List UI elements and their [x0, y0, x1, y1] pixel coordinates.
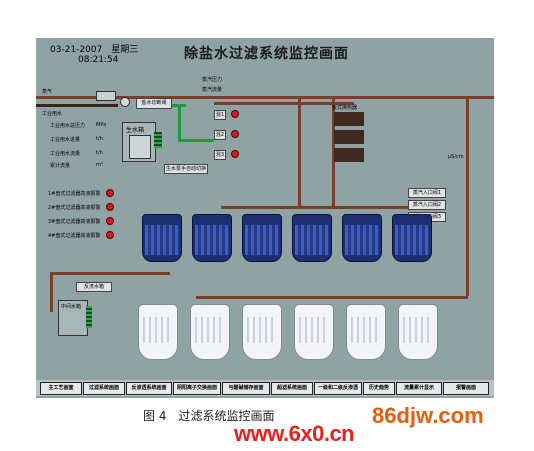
nav-flow-total[interactable]: 流量累计显示 — [396, 382, 442, 395]
scada-window: 03-21-2007 星期三 08:21:54 除盐水过滤系统监控画面 蒸气 工… — [36, 38, 494, 398]
nav-ultrafiltration[interactable]: 超滤系统画面 — [271, 382, 313, 395]
raw-water-tank[interactable]: 生水箱 — [122, 122, 156, 162]
steam-header-pipe — [36, 96, 494, 99]
date-label: 03-21-2007 星期三 — [50, 45, 139, 55]
exchanger-5[interactable] — [346, 304, 386, 360]
nav-filter-system[interactable]: 过滤系统画面 — [83, 382, 125, 395]
nav-reverse-osmosis[interactable]: 反渗透系统画面 — [126, 382, 172, 395]
unit-1: MPa — [96, 122, 107, 128]
riser-pipe-2 — [332, 96, 335, 206]
filter-supply-pipe — [221, 206, 421, 209]
unit-4: m³ — [96, 162, 103, 168]
pump-1-status-icon[interactable] — [231, 110, 239, 118]
filter-2[interactable] — [192, 214, 232, 262]
water-cutoff-valve-button[interactable]: 盐水切断阀 — [136, 98, 172, 109]
heat-exchanger-1[interactable] — [334, 112, 364, 126]
param-label-4: 累计流量 — [50, 163, 71, 169]
filter-alarm-4-icon — [106, 231, 114, 239]
time-label: 08:21:54 — [78, 55, 119, 65]
return-pipe — [466, 96, 469, 296]
exchanger-4[interactable] — [294, 304, 334, 360]
mixer-1-button[interactable]: 混1 — [214, 110, 226, 120]
filter-6[interactable] — [392, 214, 432, 262]
filter-alarm-label-1: 1#盘式过滤器高液报警 — [48, 191, 101, 197]
steam-trap[interactable] — [96, 91, 116, 101]
green-pipe-c — [178, 139, 214, 142]
nav-ro-stages[interactable]: 一级和二级反渗透 — [314, 382, 362, 395]
riser-pipe-1 — [298, 96, 301, 206]
filter-alarm-label-3: 3#盘式过滤器高液报警 — [48, 219, 101, 225]
plate-heat-exchanger-label: 板式换热器 — [332, 105, 358, 111]
filter-alarm-2-icon — [106, 203, 114, 211]
raw-water-tank-label: 生水箱 — [126, 127, 145, 134]
middle-tank-label: 中间水箱 — [61, 304, 82, 310]
backwash-tank-button[interactable]: 反洗水箱 — [76, 282, 112, 292]
filter-alarm-label-2: 2#盘式过滤器高液报警 — [48, 205, 101, 211]
page-title: 除盐水过滤系统监控画面 — [184, 46, 349, 62]
pump-chain-button[interactable]: 生水泵手自动切换 — [164, 164, 208, 174]
inlet-valve-2-button[interactable]: 蒸汽入口阀2 — [408, 200, 446, 210]
figure-caption: 图 4 过滤系统监控画面 — [143, 409, 275, 423]
steam-pressure-label: 蒸汽压力 — [202, 77, 223, 83]
unit-3: t/h — [96, 150, 103, 156]
mixer-3-button[interactable]: 混3 — [214, 150, 226, 160]
watermark-86djw: 86djw.com — [372, 403, 484, 428]
param-label-3: 工业用水流量 — [50, 151, 81, 157]
filter-alarm-label-4: 4#盘式过滤器高液报警 — [48, 233, 101, 239]
water-pipe — [36, 104, 118, 107]
inlet-valve-1-button[interactable]: 蒸汽入口阀1 — [408, 188, 446, 198]
steam-label: 蒸气 — [42, 89, 53, 95]
level-bar — [154, 132, 162, 148]
nav-ion-exchange[interactable]: 阴阳离子交换画面 — [173, 382, 221, 395]
industrial-water-label: 工业用水 — [42, 111, 63, 117]
pump-3-status-icon[interactable] — [231, 150, 239, 158]
unit-2: t/h — [96, 136, 103, 142]
heat-exchanger-3[interactable] — [334, 148, 364, 162]
backwash-pipe — [50, 272, 170, 275]
heat-exchanger-2[interactable] — [334, 130, 364, 144]
exchanger-2[interactable] — [190, 304, 230, 360]
backwash-riser — [50, 272, 53, 312]
middle-level-bar — [86, 306, 92, 328]
nav-bar: 主工艺画面 过滤系统画面 反渗透系统画面 阴阳离子交换画面 与酸碱储存画面 超滤… — [36, 380, 494, 396]
exchanger-1[interactable] — [138, 304, 178, 360]
filter-4[interactable] — [292, 214, 332, 262]
nav-main-process[interactable]: 主工艺画面 — [40, 382, 82, 395]
mixer-2-button[interactable]: 混2 — [214, 130, 226, 140]
nav-history-trend[interactable]: 历史趋势 — [363, 382, 395, 395]
nav-acid-alkali[interactable]: 与酸碱储存画面 — [222, 382, 270, 395]
cutoff-valve-icon[interactable] — [120, 97, 130, 107]
nav-alarm[interactable]: 报警画面 — [443, 382, 489, 395]
middle-tank[interactable]: 中间水箱 — [58, 300, 88, 336]
exchanger-6[interactable] — [398, 304, 438, 360]
watermark-6x0: www.6x0.cn — [234, 421, 355, 446]
filter-alarm-3-icon — [106, 217, 114, 225]
exchanger-supply-pipe — [196, 296, 468, 299]
exchanger-3[interactable] — [242, 304, 282, 360]
filter-5[interactable] — [342, 214, 382, 262]
conductivity-unit: μS/cm — [448, 154, 464, 160]
pump-2-status-icon[interactable] — [231, 130, 239, 138]
tank-level-gauge — [129, 135, 151, 159]
filter-alarm-1-icon — [106, 189, 114, 197]
param-label-2: 工业用水进量 — [50, 137, 81, 143]
filter-1[interactable] — [142, 214, 182, 262]
filter-3[interactable] — [242, 214, 282, 262]
param-label-1: 工业用水总压力 — [50, 123, 86, 129]
header-pipe-2 — [214, 102, 354, 105]
steam-flow-label: 蒸汽流量 — [202, 87, 223, 93]
green-pipe-b — [178, 104, 181, 140]
